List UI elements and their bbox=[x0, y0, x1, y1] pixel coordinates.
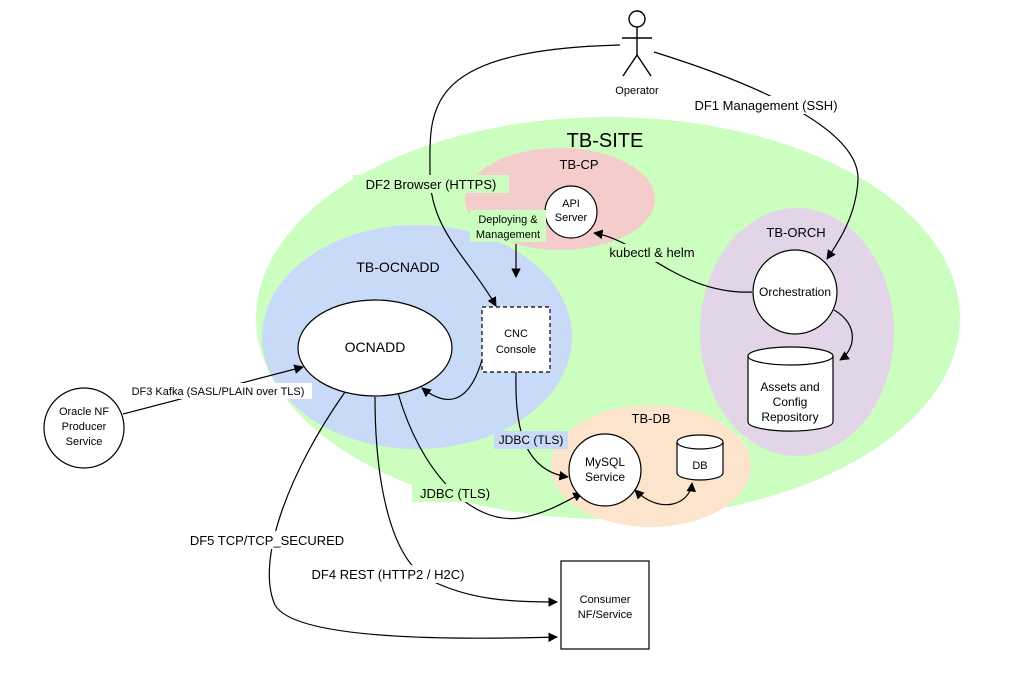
consumer-node bbox=[560, 560, 650, 650]
df4-label-bg bbox=[297, 565, 479, 583]
edge-kubectl bbox=[593, 229, 753, 293]
deploy-label-bg bbox=[470, 210, 546, 242]
mysql-service-label-2: Service bbox=[585, 470, 625, 484]
deploy-label-1: Deploying & bbox=[478, 214, 538, 226]
assets-repository-label-2: Config bbox=[773, 395, 808, 409]
deploy-label-2: Management bbox=[476, 229, 540, 241]
assets-repository-node bbox=[747, 346, 834, 432]
df3-label-bg bbox=[124, 383, 312, 399]
cnc-console-label-2: Console bbox=[496, 344, 536, 356]
ocnadd-label: OCNADD bbox=[345, 339, 406, 355]
df3-label: DF3 Kafka (SASL/PLAIN over TLS) bbox=[132, 386, 305, 398]
db-node bbox=[676, 434, 724, 481]
edge-df1 bbox=[653, 51, 859, 260]
tb-site-title: TB-SITE bbox=[567, 130, 644, 152]
cnc-console-node bbox=[481, 306, 551, 373]
api-server-label-1: API bbox=[562, 198, 580, 210]
orchestration-node bbox=[752, 249, 838, 335]
consumer-label-2: NF/Service bbox=[578, 609, 632, 621]
assets-repository-label-1: Assets and bbox=[760, 380, 819, 394]
api-server-label-2: Server bbox=[555, 212, 588, 224]
df2-label: DF2 Browser (HTTPS) bbox=[366, 177, 497, 192]
kubectl-label-bg bbox=[599, 244, 705, 262]
df1-label: DF1 Management (SSH) bbox=[694, 98, 837, 113]
mysql-service-node bbox=[568, 433, 642, 507]
assets-repository-label-3: Repository bbox=[761, 410, 818, 424]
mysql-service-label-1: MySQL bbox=[585, 455, 625, 469]
operator-label: Operator bbox=[615, 85, 659, 97]
jdbc-cnc-label: JDBC (TLS) bbox=[499, 433, 564, 447]
edge-orch-repo bbox=[833, 309, 853, 361]
jdbc-ocnadd-label-bg bbox=[412, 484, 498, 502]
tb-cp-title: TB-CP bbox=[560, 157, 599, 172]
df4-label: DF4 REST (HTTP2 / H2C) bbox=[312, 567, 465, 582]
df2-label-bg bbox=[353, 175, 509, 193]
df5-label: DF5 TCP/TCP_SECURED bbox=[190, 533, 344, 548]
df5-label-bg bbox=[175, 531, 359, 549]
jdbc-ocnadd-label: JDBC (TLS) bbox=[420, 486, 490, 501]
oracle-nf-label-1: Oracle NF bbox=[59, 406, 109, 418]
edge-cnc-ocnadd bbox=[421, 359, 483, 400]
ocnadd-node bbox=[297, 299, 453, 397]
consumer-label-1: Consumer bbox=[580, 594, 631, 606]
edge-df2 bbox=[429, 44, 621, 307]
kubectl-label: kubectl & helm bbox=[609, 245, 694, 260]
tb-orch-title: TB-ORCH bbox=[766, 225, 825, 240]
db-label: DB bbox=[692, 460, 707, 472]
jdbc-cnc-label-bg bbox=[494, 431, 568, 449]
df1-label-bg bbox=[682, 96, 850, 114]
tb-ocnadd-title: TB-OCNADD bbox=[356, 259, 439, 275]
tb-db-title: TB-DB bbox=[632, 411, 671, 426]
oracle-nf-label-2: Producer bbox=[62, 421, 107, 433]
operator-actor-icon bbox=[622, 10, 652, 77]
edge-jdbc-ocnadd bbox=[397, 392, 583, 520]
edge-mysql-db bbox=[634, 482, 696, 506]
orchestration-label: Orchestration bbox=[759, 285, 831, 299]
cnc-console-label-1: CNC bbox=[504, 328, 528, 340]
edge-df5 bbox=[268, 391, 558, 643]
oracle-nf-node bbox=[43, 387, 125, 469]
oracle-nf-label-3: Service bbox=[66, 436, 103, 448]
